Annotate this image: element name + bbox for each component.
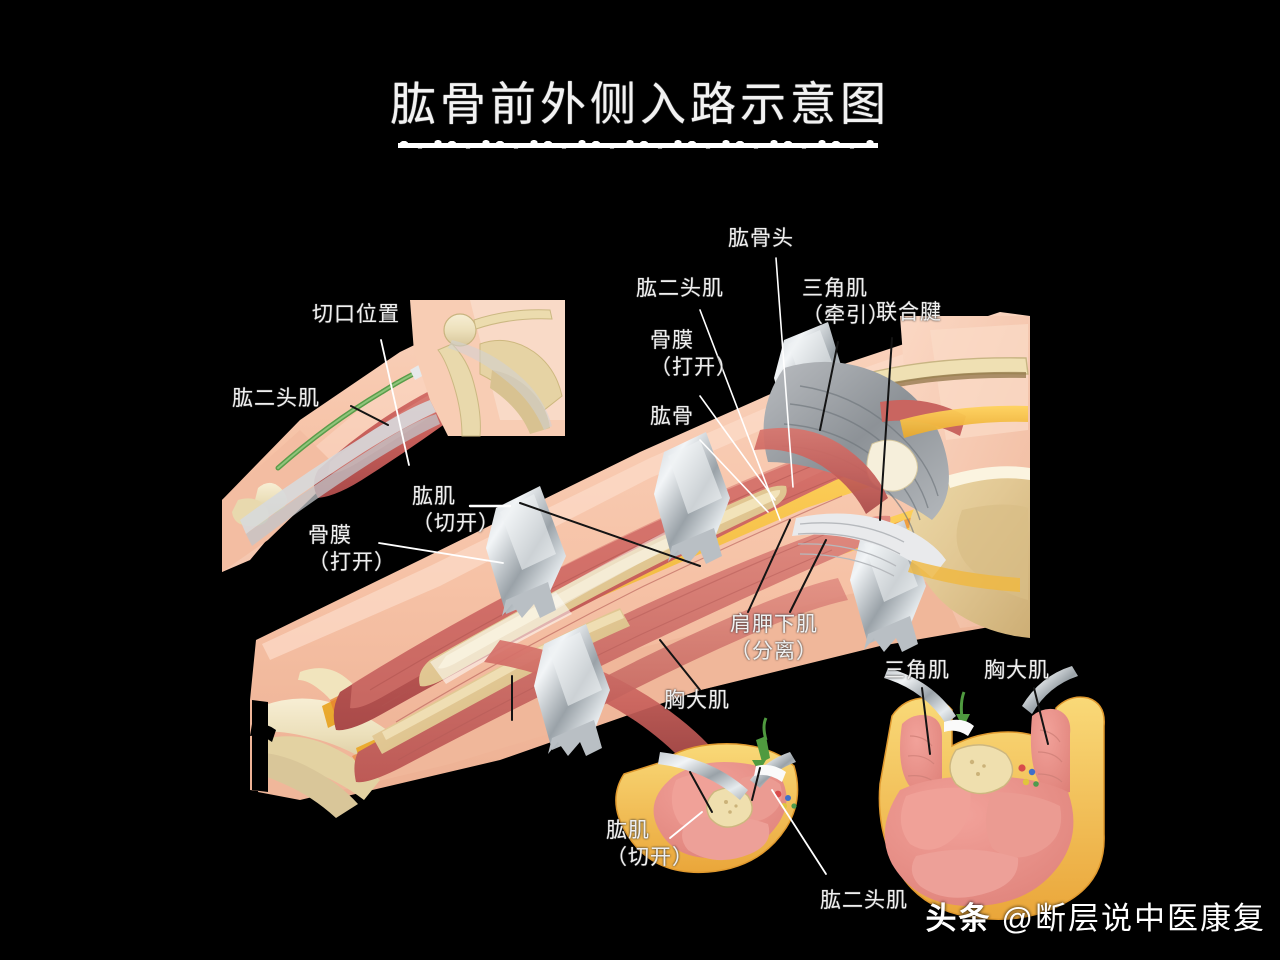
watermark-brand: 头条 (925, 901, 992, 936)
leader-lines (350, 257, 1049, 875)
label-humerus: 肱骨 (650, 405, 694, 428)
label-periosteum-opened-top: 骨膜 （打开） (650, 329, 738, 379)
label-brachialis-incised-xsec: 肱肌 （切开） (606, 819, 694, 869)
leader-pec-xsec (1033, 687, 1049, 745)
leader-periosteum-left (378, 542, 504, 564)
leader-deltoid (819, 341, 839, 431)
leader-brachialis-xsec (669, 811, 703, 839)
leader-subscapularis-2 (789, 539, 827, 613)
label-pectoralis-major-xsec: 胸大肌 (984, 659, 1050, 682)
watermark: 头条 @断层说中医康复 (926, 893, 1266, 938)
inset-shoulder-joint (410, 300, 565, 437)
leader-biceps-xsec (771, 789, 827, 875)
label-conjoint-tendon: 联合腱 (876, 301, 942, 324)
leader-biceps-mid (699, 309, 781, 521)
leader-deltoid-xsec (921, 687, 931, 755)
retractor-1 (486, 486, 566, 618)
main-arm-exposure (250, 312, 1030, 818)
cross-section-right (878, 666, 1105, 920)
watermark-handle: @断层说中医康复 (1001, 901, 1266, 936)
label-biceps-xsec: 肱二头肌 (820, 889, 908, 912)
label-subscapularis-separated: 肩胛下肌 （分离） (730, 613, 818, 663)
leader-pec-main (659, 639, 701, 691)
shoulder-region (754, 316, 1030, 638)
leader-periosteum-top (699, 395, 776, 501)
leader-incision-site (380, 339, 410, 466)
cross-section-left (615, 717, 799, 874)
label-humeral-head: 肱骨头 (728, 227, 794, 250)
leader-conjoint-tendon (879, 337, 893, 521)
label-periosteum-opened-left: 骨膜 （打开） (308, 524, 396, 574)
label-incision-site: 切口位置 (312, 303, 400, 326)
page-title: 肱骨前外侧入路示意图 (390, 78, 890, 130)
leader-brachialis-xsec-2 (689, 771, 713, 813)
leader-humerus (699, 439, 769, 513)
label-brachialis-incised-mid: 肱肌 （切开） (412, 485, 500, 535)
title-underline (398, 140, 878, 150)
label-pectoralis-major-main: 胸大肌 (664, 689, 730, 712)
retractor-3 (534, 624, 610, 756)
leader-humeral-head (775, 257, 794, 488)
label-biceps-mid: 肱二头肌 (636, 277, 724, 300)
leader-brachialis (519, 502, 701, 567)
leader-biceps-xsec-2 (751, 767, 761, 801)
leader-biceps-inset (350, 405, 389, 426)
label-biceps-upper-left: 肱二头肌 (232, 387, 320, 410)
label-deltoid-retracted: 三角肌 （牵引） (802, 277, 890, 327)
label-deltoid-xsec: 三角肌 (884, 659, 950, 682)
retractor-2 (654, 432, 730, 564)
leader-subscapularis (747, 519, 791, 613)
